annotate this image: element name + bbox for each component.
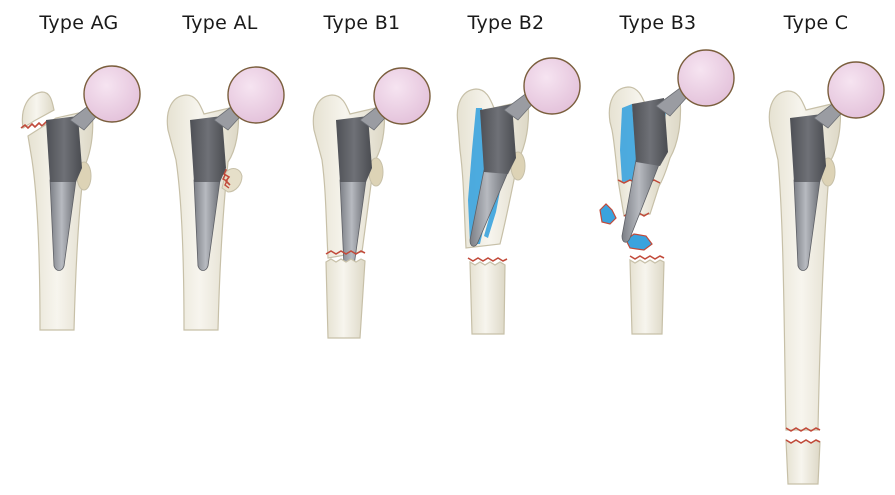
label-type-al: Type AL: [182, 12, 258, 34]
label-type-c: Type C: [783, 12, 849, 34]
femur-type-c: [768, 61, 885, 485]
femur-type-al: [166, 66, 285, 331]
label-type-b2: Type B2: [467, 12, 545, 34]
femur-type-ag: [20, 65, 141, 331]
label-type-b3: Type B3: [619, 12, 697, 34]
label-type-ag: Type AG: [39, 12, 119, 34]
label-type-b1: Type B1: [323, 12, 401, 34]
femur-type-b2: [456, 57, 581, 335]
femur-type-b3: [599, 49, 735, 335]
femur-type-b1: [312, 67, 431, 339]
